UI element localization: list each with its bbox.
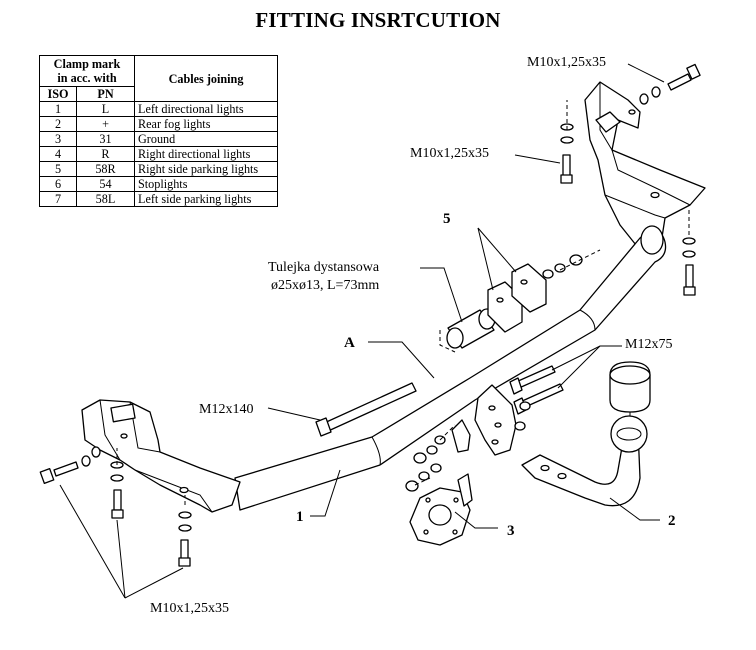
- main-cross-beam: [234, 225, 667, 511]
- label-bolt-m12x75: M12x75: [625, 337, 672, 352]
- leader-lines: [59, 63, 665, 599]
- label-bolt-right-mid: M10x1,25x35: [410, 146, 489, 161]
- bolt-m12x140: [315, 382, 417, 437]
- header-clamp-mark: Clamp mark in acc. with: [39, 55, 135, 87]
- row-desc: Right directional lights: [134, 146, 278, 162]
- label-spacer-line2: ø25xø13, L=73mm: [271, 278, 379, 293]
- table-header-row: Clamp mark in acc. with Cables joining: [39, 55, 278, 102]
- ball-cap: [609, 361, 651, 413]
- label-bolt-bottom: M10x1,25x35: [150, 601, 229, 616]
- header-clamp-mark-line2: in acc. with: [57, 71, 117, 85]
- right-mounting-bracket: [584, 81, 706, 251]
- row-desc: Right side parking lights: [134, 161, 278, 177]
- label-bolt-top: M10x1,25x35: [527, 55, 606, 70]
- row-iso: 7: [39, 191, 77, 207]
- row-desc: Left side parking lights: [134, 191, 278, 207]
- bolt-right-mid: [560, 123, 574, 184]
- row-pn: 31: [76, 131, 135, 147]
- assembly-lines: [116, 100, 690, 505]
- spacer-sleeve: [446, 308, 496, 349]
- cable-joining-table: Clamp mark in acc. with Cables joining I…: [39, 55, 278, 207]
- label-part-1: 1: [296, 509, 304, 525]
- bolt-top-right: [639, 63, 701, 105]
- label-part-3: 3: [507, 523, 515, 539]
- row-desc: Stoplights: [134, 176, 278, 192]
- left-mounting-bracket: [81, 399, 241, 513]
- part-5-plates: [487, 263, 547, 333]
- label-part-2: 2: [668, 513, 676, 529]
- label-spacer-line1: Tulejka dystansowa: [268, 260, 380, 275]
- bolts-m12x75: [509, 365, 564, 415]
- table-row: 3 31 Ground: [39, 131, 278, 147]
- bolts-left-bracket: [39, 446, 192, 567]
- page-title: FITTING INSRTCUTION: [255, 8, 501, 32]
- label-bolt-m12x140: M12x140: [199, 402, 253, 417]
- header-cables-joining: Cables joining: [134, 55, 278, 102]
- label-part-5: 5: [443, 211, 451, 227]
- part-2-ball-neck: [521, 415, 648, 507]
- row-pn: 54: [76, 176, 135, 192]
- row-pn: 58L: [76, 191, 135, 207]
- table-row: 4 R Right directional lights: [39, 146, 278, 162]
- bolt-right-lower: [682, 237, 696, 296]
- header-clamp-mark-line1: Clamp mark: [53, 57, 121, 71]
- part-3-socket-plate: [409, 473, 473, 546]
- table-row: 7 58L Left side parking lights: [39, 191, 278, 207]
- table-row: 6 54 Stoplights: [39, 176, 278, 192]
- header-pn: PN: [76, 86, 135, 102]
- ball-mount-plate: [451, 384, 517, 456]
- row-desc: Ground: [134, 131, 278, 147]
- label-detail-a: A: [344, 335, 355, 351]
